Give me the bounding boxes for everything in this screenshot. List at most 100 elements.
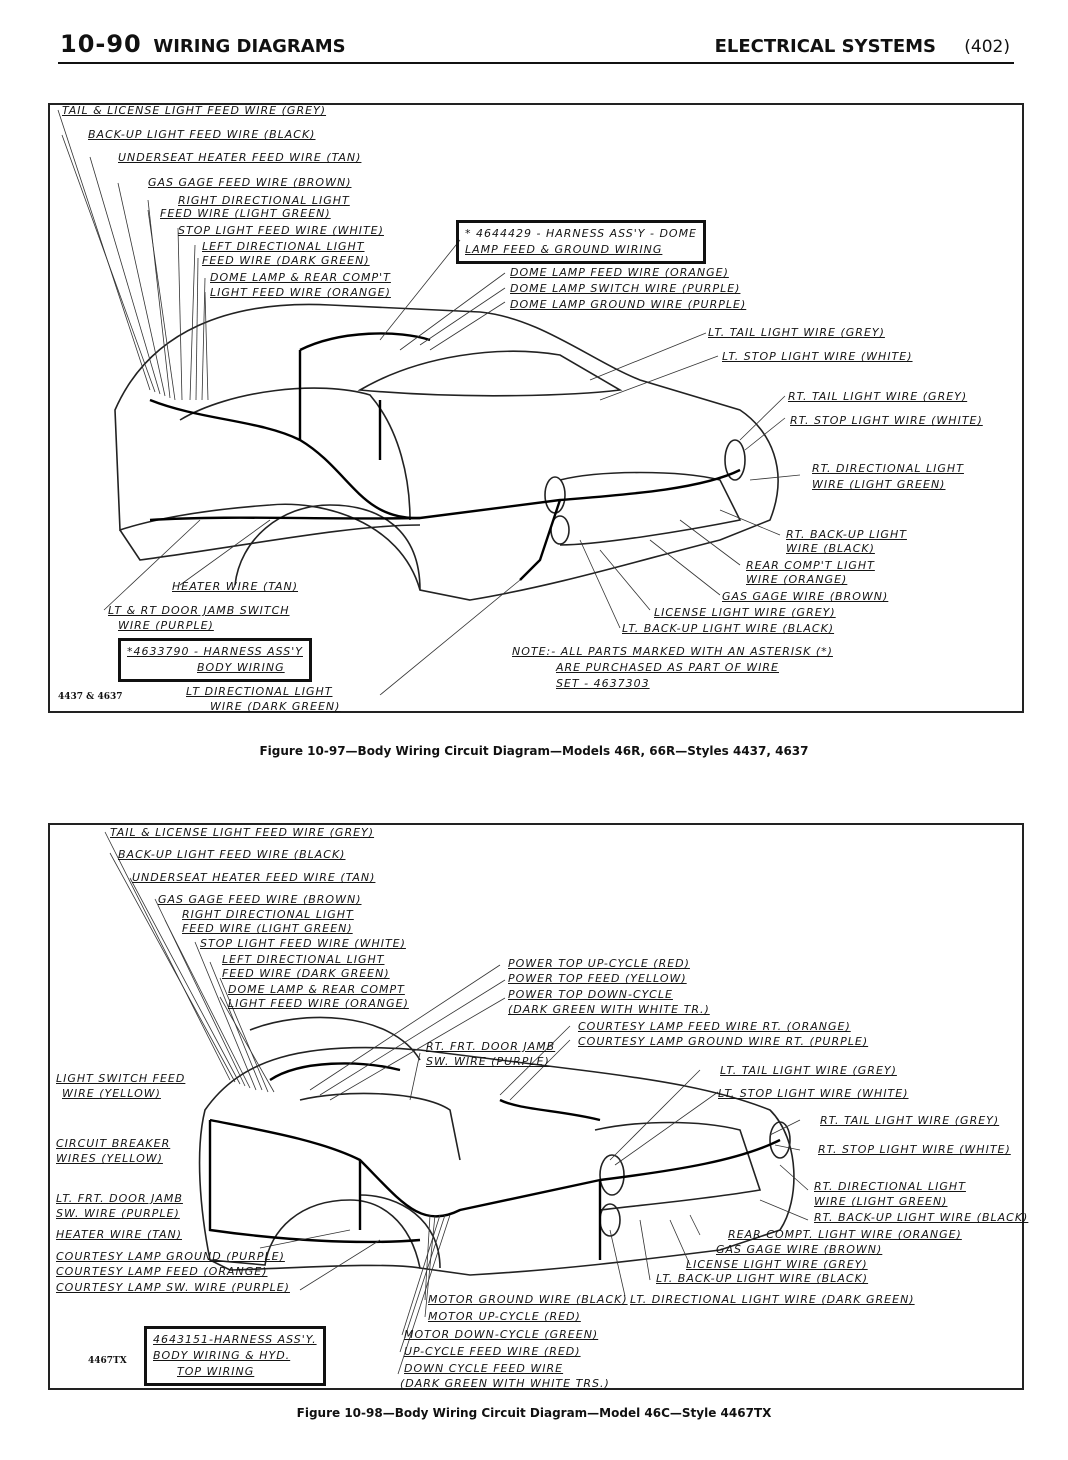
f2-label-power-down-2: (DARK GREEN WITH WHITE TR.) [508,1003,710,1016]
f2-label-power-feed: POWER TOP FEED (YELLOW) [508,972,687,985]
f2-label-motor-up: MOTOR UP-CYCLE (RED) [428,1310,581,1323]
harness-dome-line-1: * 4644429 - HARNESS ASS'Y - DOME [465,227,698,240]
f2-harness-line-1: 4643151-HARNESS ASS'Y. [153,1333,317,1346]
f2-label-motor-ground: MOTOR GROUND WIRE (BLACK) [428,1293,628,1306]
figure-2-model-tag: 4467TX [88,1356,127,1366]
figure-1-caption: Figure 10-97—Body Wiring Circuit Diagram… [259,744,809,758]
f2-label-left-dir-2: FEED WIRE (DARK GREEN) [222,967,390,980]
page-index: (402) [964,37,1010,57]
label-gas-gage-feed: GAS GAGE FEED WIRE (BROWN) [148,176,352,189]
f2-label-rt-stop: RT. STOP LIGHT WIRE (WHITE) [818,1143,1011,1156]
figure-2-caption: Figure 10-98—Body Wiring Circuit Diagram… [296,1406,772,1420]
figure-2-leader-lines [104,831,809,1375]
f2-label-lt-door-1: LT. FRT. DOOR JAMB [56,1192,183,1205]
f2-label-motor-down: MOTOR DOWN-CYCLE (GREEN) [404,1328,599,1341]
label-tail-license-feed: TAIL & LICENSE LIGHT FEED WIRE (GREY) [62,104,327,117]
label-rt-dir-2: WIRE (LIGHT GREEN) [812,478,946,491]
f2-label-rt-dir-1: RT. DIRECTIONAL LIGHT [814,1180,966,1193]
label-left-dir-2: FEED WIRE (DARK GREEN) [202,254,370,267]
f2-label-breaker-2: WIRES (YELLOW) [56,1152,163,1165]
f2-label-down-feed-2: (DARK GREEN WITH WHITE TRS.) [400,1377,610,1390]
f2-harness-line-2: BODY WIRING & HYD. [153,1349,291,1362]
f2-label-rt-backup: RT. BACK-UP LIGHT WIRE (BLACK) [814,1211,1029,1224]
label-dome-rear-1: DOME LAMP & REAR COMP'T [210,271,391,284]
figure-1-model-tag: 4437 & 4637 [58,692,123,702]
figure-1-wiring-harness [149,332,741,581]
page-header-right: ELECTRICAL SYSTEMS (402) [715,36,1010,57]
label-rt-tail: RT. TAIL LIGHT WIRE (GREY) [788,390,968,403]
f2-label-lt-stop: LT. STOP LIGHT WIRE (WHITE) [718,1087,909,1100]
harness-body-line-2: BODY WIRING [197,661,285,674]
label-license: LICENSE LIGHT WIRE (GREY) [654,606,836,619]
page-header-left: 10-90 WIRING DIAGRAMS [60,30,346,58]
harness-body-box: *4633790 - HARNESS ASS'Y BODY WIRING [118,638,312,682]
f2-label-gas-gage-wire: GAS GAGE WIRE (BROWN) [716,1243,883,1256]
label-lt-dir-1: LT DIRECTIONAL LIGHT [186,685,333,698]
f2-label-stop: STOP LIGHT FEED WIRE (WHITE) [200,937,406,950]
label-rear-compt-1: REAR COMP'T LIGHT [746,559,875,572]
f2-label-rt-tail: RT. TAIL LIGHT WIRE (GREY) [820,1114,1000,1127]
f2-label-right-dir-2: FEED WIRE (LIGHT GREEN) [182,922,353,935]
f2-label-tail-license: TAIL & LICENSE LIGHT FEED WIRE (GREY) [110,826,375,839]
label-lt-tail: LT. TAIL LIGHT WIRE (GREY) [708,326,885,339]
note-line-3: SET - 4637303 [556,677,650,690]
f2-label-license: LICENSE LIGHT WIRE (GREY) [686,1258,868,1271]
f2-label-right-dir-1: RIGHT DIRECTIONAL LIGHT [182,908,354,921]
f2-label-rt-dir-2: WIRE (LIGHT GREEN) [814,1195,948,1208]
label-rt-dir-1: RT. DIRECTIONAL LIGHT [812,462,964,475]
harness-dome-box: * 4644429 - HARNESS ASS'Y - DOME LAMP FE… [456,220,707,264]
label-underseat-heater: UNDERSEAT HEATER FEED WIRE (TAN) [118,151,362,164]
label-left-dir-1: LEFT DIRECTIONAL LIGHT [202,240,365,253]
label-rear-compt-2: WIRE (ORANGE) [746,573,848,586]
label-dome-rear-2: LIGHT FEED WIRE (ORANGE) [210,286,391,299]
label-lt-backup: LT. BACK-UP LIGHT WIRE (BLACK) [622,622,835,635]
f2-label-dome-rear-2: LIGHT FEED WIRE (ORANGE) [228,997,409,1010]
label-backup-feed: BACK-UP LIGHT FEED WIRE (BLACK) [88,128,316,141]
note-line-2: ARE PURCHASED AS PART OF WIRE [556,661,779,674]
header-rule [58,62,1014,64]
label-right-dir-1: RIGHT DIRECTIONAL LIGHT [178,194,350,207]
f2-label-rt-door-2: SW. WIRE (PURPLE) [426,1055,550,1068]
chapter-title: ELECTRICAL SYSTEMS [714,36,936,57]
note-line-1: NOTE:- ALL PARTS MARKED WITH AN ASTERISK… [512,645,833,658]
f2-label-gas-gage: GAS GAGE FEED WIRE (BROWN) [158,893,362,906]
f2-label-backup: BACK-UP LIGHT FEED WIRE (BLACK) [118,848,346,861]
f2-label-lt-tail: LT. TAIL LIGHT WIRE (GREY) [720,1064,897,1077]
figure-1-panel [48,103,1024,713]
f2-label-courtesy-feed: COURTESY LAMP FEED (ORANGE) [56,1265,268,1278]
label-dome-ground: DOME LAMP GROUND WIRE (PURPLE) [510,298,747,311]
label-lt-stop: LT. STOP LIGHT WIRE (WHITE) [722,350,913,363]
label-dome-switch: DOME LAMP SWITCH WIRE (PURPLE) [510,282,741,295]
f2-harness-box: 4643151-HARNESS ASS'Y. BODY WIRING & HYD… [144,1326,326,1386]
f2-label-breaker-1: CIRCUIT BREAKER [56,1137,171,1150]
f2-label-rear-compt: REAR COMPT. LIGHT WIRE (ORANGE) [728,1228,962,1241]
section-title: WIRING DIAGRAMS [153,36,346,57]
page-number: 10-90 [60,30,142,58]
f2-label-underseat: UNDERSEAT HEATER FEED WIRE (TAN) [132,871,376,884]
f2-label-down-feed-1: DOWN CYCLE FEED WIRE [404,1362,564,1375]
label-rt-stop: RT. STOP LIGHT WIRE (WHITE) [790,414,983,427]
label-door-jamb-1: LT & RT DOOR JAMB SWITCH [108,604,290,617]
f2-label-heater: HEATER WIRE (TAN) [56,1228,183,1241]
figure-1-car-body [114,303,779,601]
f2-label-power-down-1: POWER TOP DOWN-CYCLE [508,988,673,1001]
f2-label-lt-dir: LT. DIRECTIONAL LIGHT WIRE (DARK GREEN) [630,1293,915,1306]
f2-label-upcycle-feed: UP-CYCLE FEED WIRE (RED) [404,1345,581,1358]
label-rt-backup-2: WIRE (BLACK) [786,542,875,555]
label-heater-wire: HEATER WIRE (TAN) [172,580,299,593]
label-dome-feed: DOME LAMP FEED WIRE (ORANGE) [510,266,729,279]
f2-label-lt-backup: LT. BACK-UP LIGHT WIRE (BLACK) [656,1272,869,1285]
f2-label-courtesy-sw: COURTESY LAMP SW. WIRE (PURPLE) [56,1281,290,1294]
figure-2-panel [48,823,1024,1390]
f2-label-dome-rear-1: DOME LAMP & REAR COMPT [228,983,405,996]
label-right-dir-2: FEED WIRE (LIGHT GREEN) [160,207,331,220]
label-gas-gage-wire: GAS GAGE WIRE (BROWN) [722,590,889,603]
label-rt-backup-1: RT. BACK-UP LIGHT [786,528,907,541]
f2-label-courtesy-feed-rt: COURTESY LAMP FEED WIRE RT. (ORANGE) [578,1020,851,1033]
f2-label-left-dir-1: LEFT DIRECTIONAL LIGHT [222,953,385,966]
f2-label-rt-door-1: RT. FRT. DOOR JAMB [426,1040,556,1053]
figure-2-car-body [198,1016,795,1276]
label-lt-dir-2: WIRE (DARK GREEN) [210,700,341,713]
harness-dome-line-2: LAMP FEED & GROUND WIRING [465,243,663,256]
